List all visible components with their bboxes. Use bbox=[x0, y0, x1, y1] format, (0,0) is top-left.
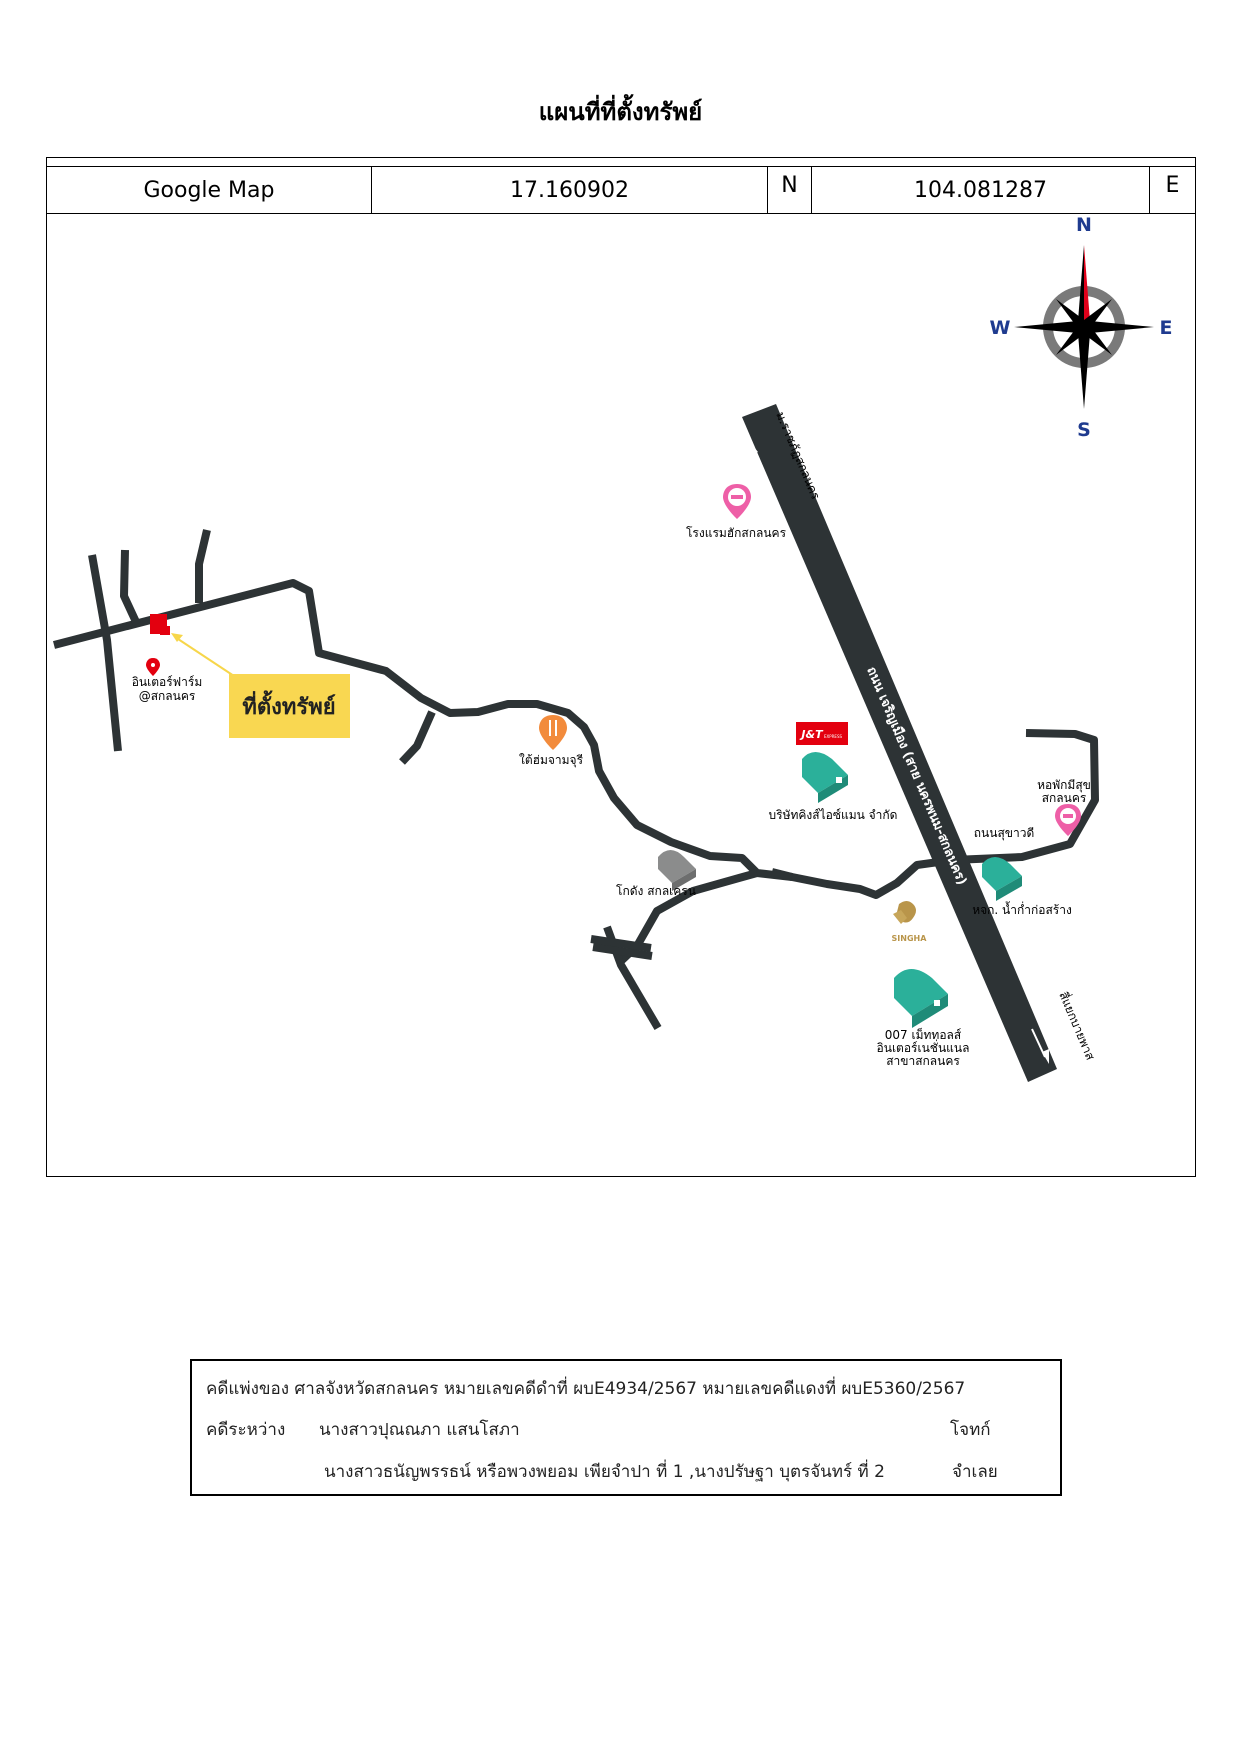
case-info-box: คดีแพ่งของ ศาลจังหวัดสกลนคร หมายเลขคดีดำ… bbox=[190, 1359, 1062, 1496]
dormitory-pin-icon bbox=[1055, 804, 1081, 836]
svg-text:SINGHA: SINGHA bbox=[892, 934, 928, 943]
road-segment bbox=[399, 710, 436, 765]
map-frame: Google Map 17.160902 N 104.081287 E ถนน bbox=[46, 157, 1196, 1177]
location-map: ถนน เจริญเมือง (สาย นครพนม-สกลนคร) ม.ราช… bbox=[52, 214, 1173, 1082]
singha-logo: SINGHA bbox=[892, 901, 928, 943]
latitude-value: 17.160902 bbox=[372, 167, 768, 213]
coordinate-source: Google Map bbox=[47, 167, 372, 213]
case-between-label: คดีระหว่าง bbox=[206, 1420, 286, 1440]
plaintiff-role: โจทก์ bbox=[950, 1420, 991, 1440]
metals-label-2: อินเตอร์เนชั่นแนล bbox=[877, 1039, 970, 1055]
property-label-box bbox=[229, 674, 350, 738]
road-segment bbox=[120, 549, 141, 626]
interfarm-label: อินเตอร์ฟาร์ม bbox=[132, 675, 203, 689]
street-sukhawadee-label: ถนนสุขาวดี bbox=[974, 826, 1034, 841]
restaurant-pin-icon bbox=[539, 715, 567, 750]
material-shop-icon bbox=[982, 857, 1022, 901]
svg-text:EXPRESS: EXPRESS bbox=[824, 734, 843, 739]
material-shop-label: หจก. น้ำก่ำก่อสร้าง bbox=[972, 901, 1072, 917]
defendant-names: นางสาวธนัญพรรธน์ หรือพวงพยอม เพียจำปา ที… bbox=[324, 1462, 885, 1482]
property-marker: ที่ตั้งทรัพย์ bbox=[150, 614, 350, 738]
dormitory-label: หอพักมีสุข bbox=[1037, 778, 1091, 793]
local-roads bbox=[52, 529, 1099, 1031]
case-line-1: คดีแพ่งของ ศาลจังหวัดสกลนคร หมายเลขคดีดำ… bbox=[206, 1379, 966, 1399]
road-segment bbox=[88, 554, 122, 752]
road-segment bbox=[195, 529, 211, 603]
longitude-direction: E bbox=[1165, 173, 1180, 198]
page-title: แผนที่ที่ตั้งทรัพย์ bbox=[538, 98, 703, 126]
compass-south: S bbox=[1077, 419, 1091, 441]
coordinates-row: Google Map 17.160902 N 104.081287 E bbox=[47, 166, 1195, 214]
compass-east: E bbox=[1160, 317, 1173, 339]
compass-rose: N S E W bbox=[990, 214, 1173, 441]
metals-label: 007 เม็ททอลส์ bbox=[885, 1027, 962, 1042]
defendant-role: จำเลย bbox=[952, 1462, 998, 1482]
property-label: ที่ตั้งทรัพย์ bbox=[242, 690, 335, 720]
warehouse-icon bbox=[658, 850, 696, 891]
compass-north: N bbox=[1076, 214, 1092, 236]
to-south-label: สี่แยกบายพาส bbox=[1056, 989, 1099, 1063]
road-segment bbox=[590, 935, 652, 952]
main-road-label: ถนน เจริญเมือง (สาย นครพนม-สกลนคร) bbox=[863, 664, 970, 887]
company-warehouse-icon bbox=[802, 752, 848, 803]
dormitory-label-2: สกลนคร bbox=[1042, 791, 1087, 805]
metals-label-3: สาขาสกลนคร bbox=[886, 1054, 960, 1068]
compass-west: W bbox=[990, 317, 1011, 339]
road-segment bbox=[771, 868, 793, 881]
road-segment bbox=[592, 943, 653, 960]
jt-express-logo: J&T EXPRESS bbox=[796, 722, 848, 745]
company-label: บริษัทคิงส์ไอซ์แมน จำกัด bbox=[769, 808, 898, 822]
hotel-label: โรงแรมฮักสกลนคร bbox=[686, 526, 787, 540]
interfarm-label-2: @สกลนคร bbox=[139, 689, 196, 703]
svg-text:J&T: J&T bbox=[799, 728, 824, 741]
metals-warehouse-icon bbox=[894, 969, 948, 1028]
restaurant-label: ใต้ฮ่มจามจุรี bbox=[519, 753, 584, 768]
plaintiff-name: นางสาวปุณณภา แสนโสภา bbox=[319, 1420, 520, 1440]
latitude-direction: N bbox=[768, 167, 812, 213]
interfarm-pin-icon bbox=[146, 658, 160, 676]
warehouse-label: โกดัง สกลเครน bbox=[616, 884, 696, 898]
longitude-value: 104.081287 bbox=[812, 167, 1150, 213]
hotel-pin-icon bbox=[723, 484, 751, 519]
